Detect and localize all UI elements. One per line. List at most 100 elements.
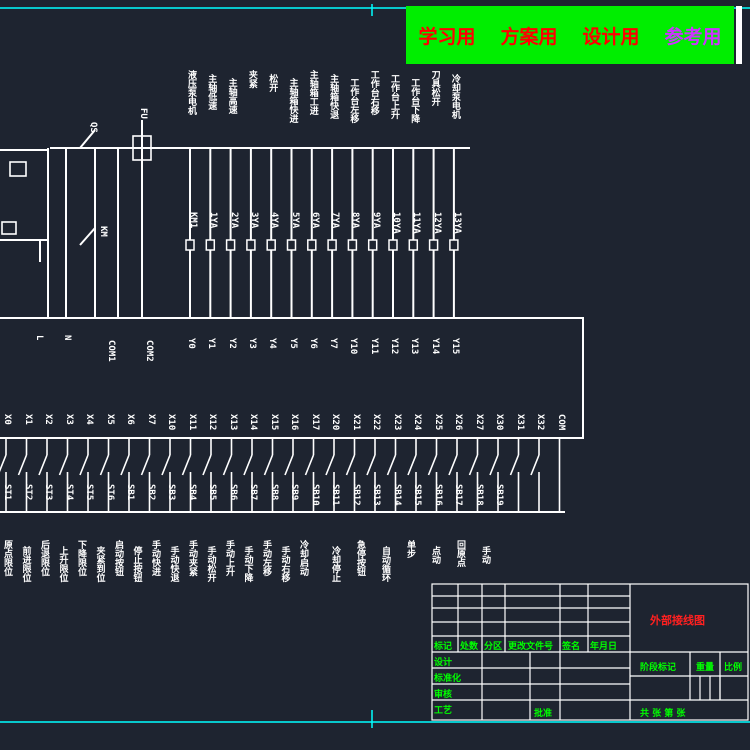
input-device-label: SB17 — [453, 484, 463, 506]
input-contact-blade — [263, 454, 274, 476]
input-contact-blade — [181, 454, 192, 476]
qs-label: QS — [88, 122, 98, 133]
input-device-label: SB12 — [350, 484, 361, 506]
input-device-label: SB15 — [412, 484, 422, 506]
input-device-label: SB13 — [371, 484, 381, 506]
input-terminal-label: X24 — [412, 414, 422, 431]
input-terminal-label: X21 — [350, 414, 361, 431]
output-function-label: 主轴箱工进 — [307, 70, 318, 115]
input-function-label: 停止按钮 — [131, 546, 142, 582]
input-contact-blade — [140, 454, 151, 476]
input-function-label: 点动 — [430, 546, 440, 564]
output-function-label: 液压泵电机 — [186, 70, 196, 115]
output-terminal-label: Y14 — [429, 338, 440, 355]
stage-mark-label: 阶段标记 — [640, 663, 677, 673]
input-function-label: 自动循环 — [380, 546, 390, 582]
input-device-label: SB14 — [391, 484, 402, 506]
title-block-row-label: 设计 — [434, 658, 453, 668]
title-block-grid — [431, 583, 749, 721]
output-coil — [307, 239, 317, 251]
title-block-header-cell: 分区 — [484, 642, 503, 652]
output-terminal-label: Y6 — [307, 338, 318, 349]
input-contact-blade — [99, 454, 110, 476]
output-terminal-label: Y15 — [449, 338, 460, 355]
input-terminal-label: X1 — [22, 414, 33, 425]
input-device-label: SB19 — [494, 484, 504, 506]
title-block-header-cell: 年月日 — [590, 642, 618, 652]
input-terminal-label: X14 — [248, 414, 258, 431]
input-function-label: 手动左移 — [261, 540, 271, 576]
input-function-label: 手动快进 — [150, 540, 160, 576]
output-coil — [225, 239, 236, 251]
input-function-label: 手动下降 — [242, 546, 253, 582]
coil-label: 5YA — [289, 212, 300, 229]
output-function-label: 主轴箱快退 — [328, 74, 339, 119]
input-function-label: 后退限位 — [39, 540, 49, 576]
output-terminal-label: Y3 — [246, 338, 257, 349]
input-terminal-label: X15 — [268, 414, 279, 431]
output-coil — [327, 239, 337, 251]
input-device-label: SB16 — [432, 484, 443, 506]
com2-label: COM2 — [144, 340, 154, 362]
input-terminal-label: X22 — [371, 414, 381, 431]
left-relay-coil — [9, 161, 27, 177]
input-terminal-label: X30 — [494, 414, 504, 431]
input-device-label: SB5 — [207, 484, 217, 501]
input-device-label: SB8 — [268, 484, 279, 501]
output-coil — [185, 239, 195, 251]
power-label-l: L — [34, 335, 44, 341]
output-terminal-label: Y7 — [328, 338, 339, 349]
input-terminal-label: X5 — [104, 414, 115, 425]
input-contacts — [0, 438, 561, 512]
title-block-header-cell: 处数 — [460, 642, 479, 652]
input-terminal-label: X13 — [227, 414, 238, 431]
fuse — [132, 135, 152, 161]
input-contact-blade — [284, 454, 294, 476]
output-function-label: 主轴低速 — [206, 74, 217, 110]
left-relay-contact — [1, 221, 17, 235]
input-function-label: 急停按钮 — [355, 540, 365, 576]
output-function-label: 主轴箱快进 — [287, 78, 298, 123]
input-device-label: SB9 — [289, 484, 299, 501]
coil-label: 6YA — [309, 212, 320, 229]
input-device-label: SB3 — [166, 484, 176, 501]
input-terminal-label: COM — [555, 414, 566, 431]
input-contact-blade — [120, 454, 130, 476]
output-coil — [205, 239, 216, 251]
plc-body — [0, 317, 584, 439]
output-function-label: 松开 — [267, 74, 278, 92]
input-function-label: 上升限位 — [57, 546, 68, 582]
output-terminal-label: Y13 — [409, 338, 420, 355]
input-contact-blade — [345, 454, 356, 476]
input-device-label: SB11 — [330, 484, 340, 506]
input-terminal-label: X11 — [186, 414, 197, 431]
input-function-label: 前进限位 — [20, 546, 31, 582]
input-contact-blade — [530, 454, 540, 476]
title-block-row-label: 工艺 — [434, 706, 453, 716]
output-function-label: 刀具松开 — [429, 70, 440, 106]
wires — [0, 120, 565, 513]
input-contact-blade — [79, 454, 89, 476]
coil-label: 1YA — [208, 212, 219, 229]
input-function-label: 手动松开 — [205, 546, 216, 582]
output-coil — [428, 239, 439, 251]
coil-label: 13YA — [451, 212, 462, 234]
input-terminal-label: X17 — [309, 414, 320, 431]
coil-label: 2YA — [228, 212, 239, 229]
usage-banner: 学习用 方案用 设计用 参考用 — [406, 6, 734, 64]
title-block-header-cell: 标记 — [434, 642, 453, 652]
input-terminal-label: X32 — [535, 414, 545, 431]
input-terminal-label: X0 — [2, 414, 12, 425]
output-coil — [388, 239, 398, 251]
qs-switch-blade — [79, 129, 96, 149]
input-terminal-label: X20 — [330, 414, 340, 431]
input-device-label: SB1 — [125, 484, 135, 501]
output-terminal-label: Y5 — [287, 338, 298, 349]
input-contact-blade — [58, 454, 69, 476]
input-device-label: ST6 — [104, 484, 115, 501]
output-function-label: 冷却泵电机 — [449, 74, 460, 119]
input-function-label: 单步 — [405, 540, 415, 558]
banner-item-study: 学习用 — [418, 25, 476, 48]
banner-end-bar — [736, 6, 742, 64]
